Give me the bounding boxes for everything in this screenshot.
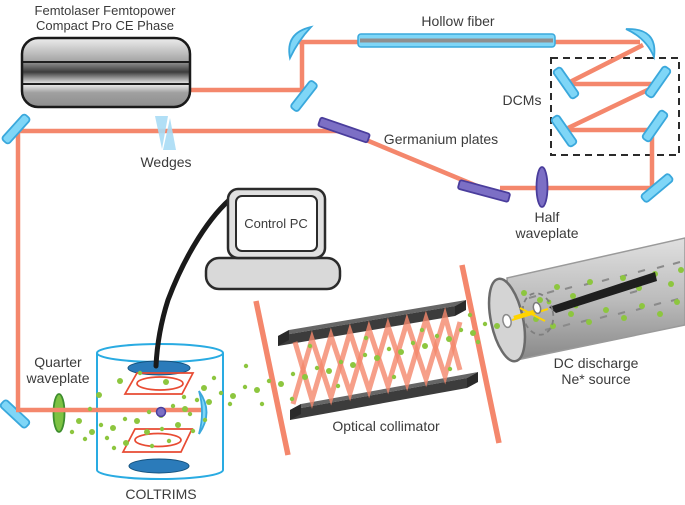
label-dc-source: DC discharge Ne* source	[553, 355, 639, 387]
focusing-mirror-icon	[198, 390, 208, 435]
label-half-waveplate: Half waveplate	[515, 209, 579, 241]
curved-mirror-left-icon	[288, 25, 314, 61]
laser-box	[20, 36, 192, 109]
beam-collimator-right	[459, 264, 502, 444]
pc-base	[204, 256, 342, 291]
dcm-mirror-3	[550, 114, 578, 148]
dcm-mirror-1	[552, 66, 580, 100]
discharge-spark-icon	[511, 307, 549, 322]
beam-dcm-1	[564, 42, 645, 87]
collimator-slab-top	[278, 300, 466, 346]
label-dcms: DCMs	[502, 92, 542, 108]
ne-source	[487, 237, 685, 363]
detector-disk-bottom	[128, 458, 190, 474]
quarter-waveplate-optic	[52, 393, 66, 433]
chamber-bottom-arc	[96, 469, 224, 480]
germanium-plate-1	[317, 116, 371, 144]
curved-mirror-right-icon	[625, 28, 656, 61]
fold-mirror-below-dcm	[640, 173, 674, 203]
control-cable	[153, 193, 237, 369]
fold-mirror-1	[290, 80, 318, 112]
half-waveplate-optic	[535, 166, 549, 208]
collimator-slab-bottom	[290, 372, 478, 420]
label-hollow-fiber: Hollow fiber	[421, 13, 495, 29]
label-laser: Femtolaser Femtopower Compact Pro CE Pha…	[34, 3, 176, 33]
electrode-top	[123, 372, 195, 395]
dcm-mirror-4	[641, 109, 669, 143]
optical-collimator-assembly	[278, 300, 478, 420]
detector-disk-top	[127, 360, 191, 376]
label-control-pc: Control PC	[244, 216, 308, 231]
control-pc	[204, 187, 342, 291]
beam-dcm-3	[567, 83, 657, 131]
label-germanium-plates: Germanium plates	[383, 131, 499, 147]
beam-collimator-left	[253, 300, 291, 456]
nozzle-ring	[532, 301, 542, 315]
label-quarter-waveplate: Quarter waveplate	[26, 354, 90, 386]
label-coltrims: COLTRIMS	[125, 486, 197, 502]
label-optical-collimator: Optical collimator	[332, 418, 440, 434]
pc-monitor-screen	[235, 195, 318, 252]
fold-mirror-left-bottom	[0, 399, 31, 429]
dcm-mirror-2	[644, 65, 672, 99]
source-exit-hole	[502, 313, 512, 329]
laser-beam-path	[14, 39, 658, 456]
interaction-point	[155, 406, 167, 418]
electrode-bottom	[121, 428, 194, 453]
fold-mirror-left-top	[1, 113, 31, 145]
wedge-pair-icon	[155, 116, 176, 150]
hollow-fiber	[357, 33, 556, 48]
germanium-plate-2	[457, 179, 511, 203]
label-wedges: Wedges	[140, 154, 192, 170]
discharge-needle	[549, 272, 657, 313]
